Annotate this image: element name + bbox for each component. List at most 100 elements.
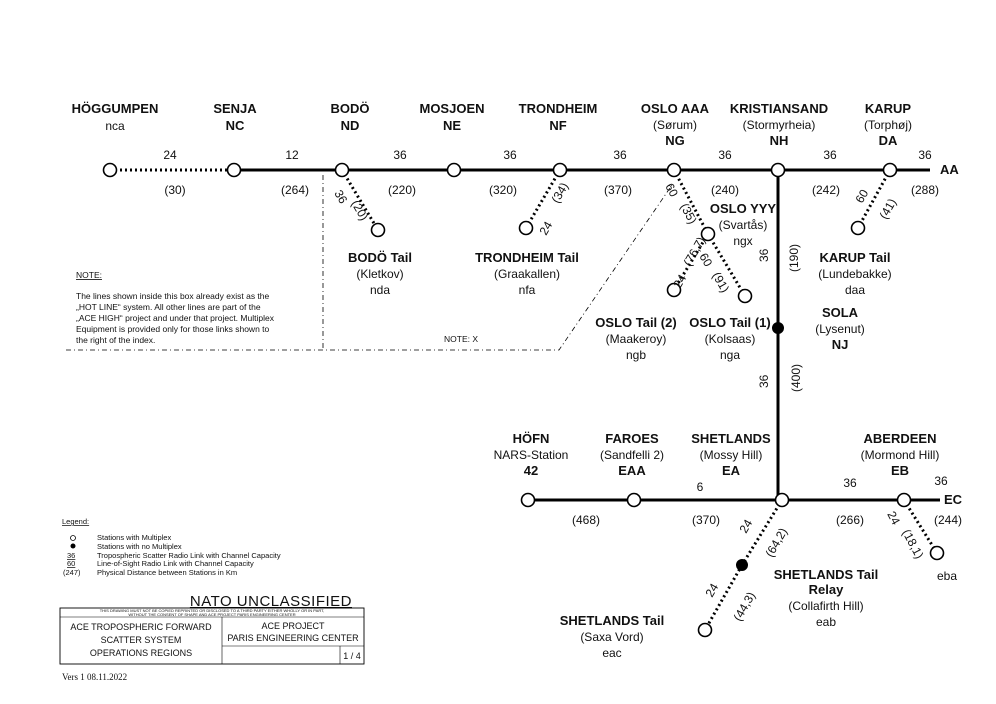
dist-aberdeen-ec: (244): [934, 513, 962, 527]
station-bodo-symbol[interactable]: [334, 162, 350, 178]
bodo-tail-name: BODÖ Tail: [348, 250, 412, 265]
cap-shetlands-aberdeen: 36: [843, 476, 857, 490]
dist-oslo-kristiansand: (240): [711, 183, 739, 197]
note-line-2: „HOT LINE“ system. All other lines are p…: [76, 302, 261, 312]
note-heading: NOTE:: [76, 270, 102, 280]
mosjoen-name: MOSJOEN: [419, 101, 484, 116]
line-end-ec: EC: [944, 492, 963, 507]
mosjoen-code: NE: [443, 118, 461, 133]
station-kristiansand-symbol[interactable]: [770, 162, 786, 178]
cap-kristiansand-karup: 36: [823, 148, 837, 162]
station-aberdeen-symbol[interactable]: [896, 492, 912, 508]
trondheim-tail-code: nfa: [519, 283, 536, 297]
dist-senja-bodo: (264): [281, 183, 309, 197]
legend-sym-distance: (247): [63, 568, 81, 577]
dist-karup-aa: (288): [911, 183, 939, 197]
trondheim-tail-name: TRONDHEIM Tail: [475, 250, 579, 265]
shetlands-name: SHETLANDS: [691, 431, 771, 446]
dist-sola-shetlands: (400): [789, 364, 803, 392]
shetlands-tail-relay-name2: Relay: [809, 582, 844, 597]
hoggumpen-code: nca: [105, 119, 125, 133]
station-oslo-aaa-symbol[interactable]: [666, 162, 682, 178]
shetlands-tail-code: eac: [602, 646, 621, 660]
title-left-3: OPERATIONS REGIONS: [90, 648, 192, 658]
station-hoggumpen-symbol[interactable]: [102, 162, 118, 178]
faroes-location: (Sandfelli 2): [600, 448, 664, 462]
fine-print-1: THIS DRAWING MUST NOT BE COPIED REPRINTE…: [100, 608, 325, 613]
classification-label: NATO UNCLASSIFIED: [190, 593, 352, 610]
title-right-1: ACE PROJECT: [261, 621, 325, 631]
cap-oslo-yyy: 60: [662, 181, 681, 200]
station-oslo-tail-2-symbol[interactable]: [666, 282, 682, 298]
legend-open-circle-icon: [70, 535, 76, 541]
hot-line-box: [66, 184, 673, 351]
fine-print-2: WITHOUT THE CONSENT OF SHAPE AND ACE PRO…: [128, 612, 295, 617]
station-karup-symbol[interactable]: [882, 162, 898, 178]
oslo-aaa-name: OSLO AAA: [641, 101, 710, 116]
link-karup-tail: [856, 169, 892, 229]
station-oslo-tail-1-symbol[interactable]: [737, 288, 753, 304]
cap-relay-tail: 24: [702, 581, 721, 600]
station-trondheim-tail-symbol[interactable]: [518, 220, 534, 236]
station-hofn-symbol[interactable]: [520, 492, 536, 508]
station-faroes-symbol[interactable]: [626, 492, 642, 508]
karup-location: (Torphøj): [864, 118, 912, 132]
trondheim-code: NF: [549, 118, 566, 133]
shetlands-tail-name: SHETLANDS Tail: [560, 613, 665, 628]
aberdeen-name: ABERDEEN: [864, 431, 937, 446]
karup-code: DA: [879, 133, 898, 148]
sola-code: NJ: [832, 337, 849, 352]
dist-shetlands-aberdeen: (266): [836, 513, 864, 527]
link-yyy-tail-1: [706, 233, 747, 297]
sola-location: (Lysenut): [815, 322, 865, 336]
bodo-tail-code: nda: [370, 283, 390, 297]
title-left-1: ACE TROPOSPHERIC FORWARD: [70, 622, 212, 632]
kristiansand-name: KRISTIANSAND: [730, 101, 828, 116]
station-shetlands-tail-symbol[interactable]: [697, 622, 713, 638]
note-line-3: „ACE HIGH“ project and under that projec…: [76, 313, 275, 323]
station-karup-tail-symbol[interactable]: [850, 220, 866, 236]
cap-bodo-mosjoen: 36: [393, 148, 407, 162]
hofn-code: 42: [524, 463, 538, 478]
dist-yyy-tail1: (91): [709, 270, 732, 295]
faroes-name: FAROES: [605, 431, 659, 446]
station-mosjoen-symbol[interactable]: [446, 162, 462, 178]
station-eba-symbol[interactable]: [929, 545, 945, 561]
legend: Legend: 36 60 (247) Stations with Multip…: [62, 517, 281, 577]
link-trondheim-tail: [524, 169, 562, 229]
oslo-tail-1-location: (Kolsaas): [705, 332, 756, 346]
faroes-code: EAA: [618, 463, 646, 478]
station-trondheim-symbol[interactable]: [552, 162, 568, 178]
oslo-aaa-code: NG: [665, 133, 685, 148]
cap-hog-senja: 24: [163, 148, 177, 162]
station-shetlands-relay-symbol[interactable]: [736, 559, 748, 571]
dist-oslo-yyy: (35): [677, 201, 699, 226]
sheet-number: 1 / 4: [343, 651, 361, 661]
cap-yyy-tail1: 60: [696, 251, 715, 270]
cap-sola-shetlands: 36: [757, 374, 771, 388]
note-x: NOTE: X: [444, 334, 478, 344]
karup-name: KARUP: [865, 101, 912, 116]
link-oslo-yyy: [672, 169, 710, 235]
link-yyy-tail-2: [672, 233, 710, 291]
oslo-yyy-code: ngx: [733, 234, 752, 248]
title-left-2: SCATTER SYSTEM: [101, 635, 182, 645]
station-sola-symbol[interactable]: [772, 322, 784, 334]
shetlands-code: EA: [722, 463, 741, 478]
legend-sym-los: 60: [67, 559, 75, 568]
aberdeen-location: (Mormond Hill): [861, 448, 940, 462]
legend-sym-troposcatter: 36: [67, 551, 75, 560]
bodo-tail-location: (Kletkov): [356, 267, 403, 281]
cap-oslo-kristiansand: 36: [718, 148, 732, 162]
oslo-tail-2-location: (Maakeroy): [606, 332, 667, 346]
station-senja-symbol[interactable]: [226, 162, 242, 178]
dist-mosjoen-trondheim: (320): [489, 183, 517, 197]
shetlands-location: (Mossy Hill): [700, 448, 763, 462]
hoggumpen-name: HÖGGUMPEN: [72, 101, 159, 116]
station-shetlands-symbol[interactable]: [774, 492, 790, 508]
hofn-name: HÖFN: [513, 431, 550, 446]
station-oslo-yyy-symbol[interactable]: [700, 226, 716, 242]
station-bodo-tail-symbol[interactable]: [370, 222, 386, 238]
cap-aberdeen-eba: 24: [884, 509, 903, 528]
